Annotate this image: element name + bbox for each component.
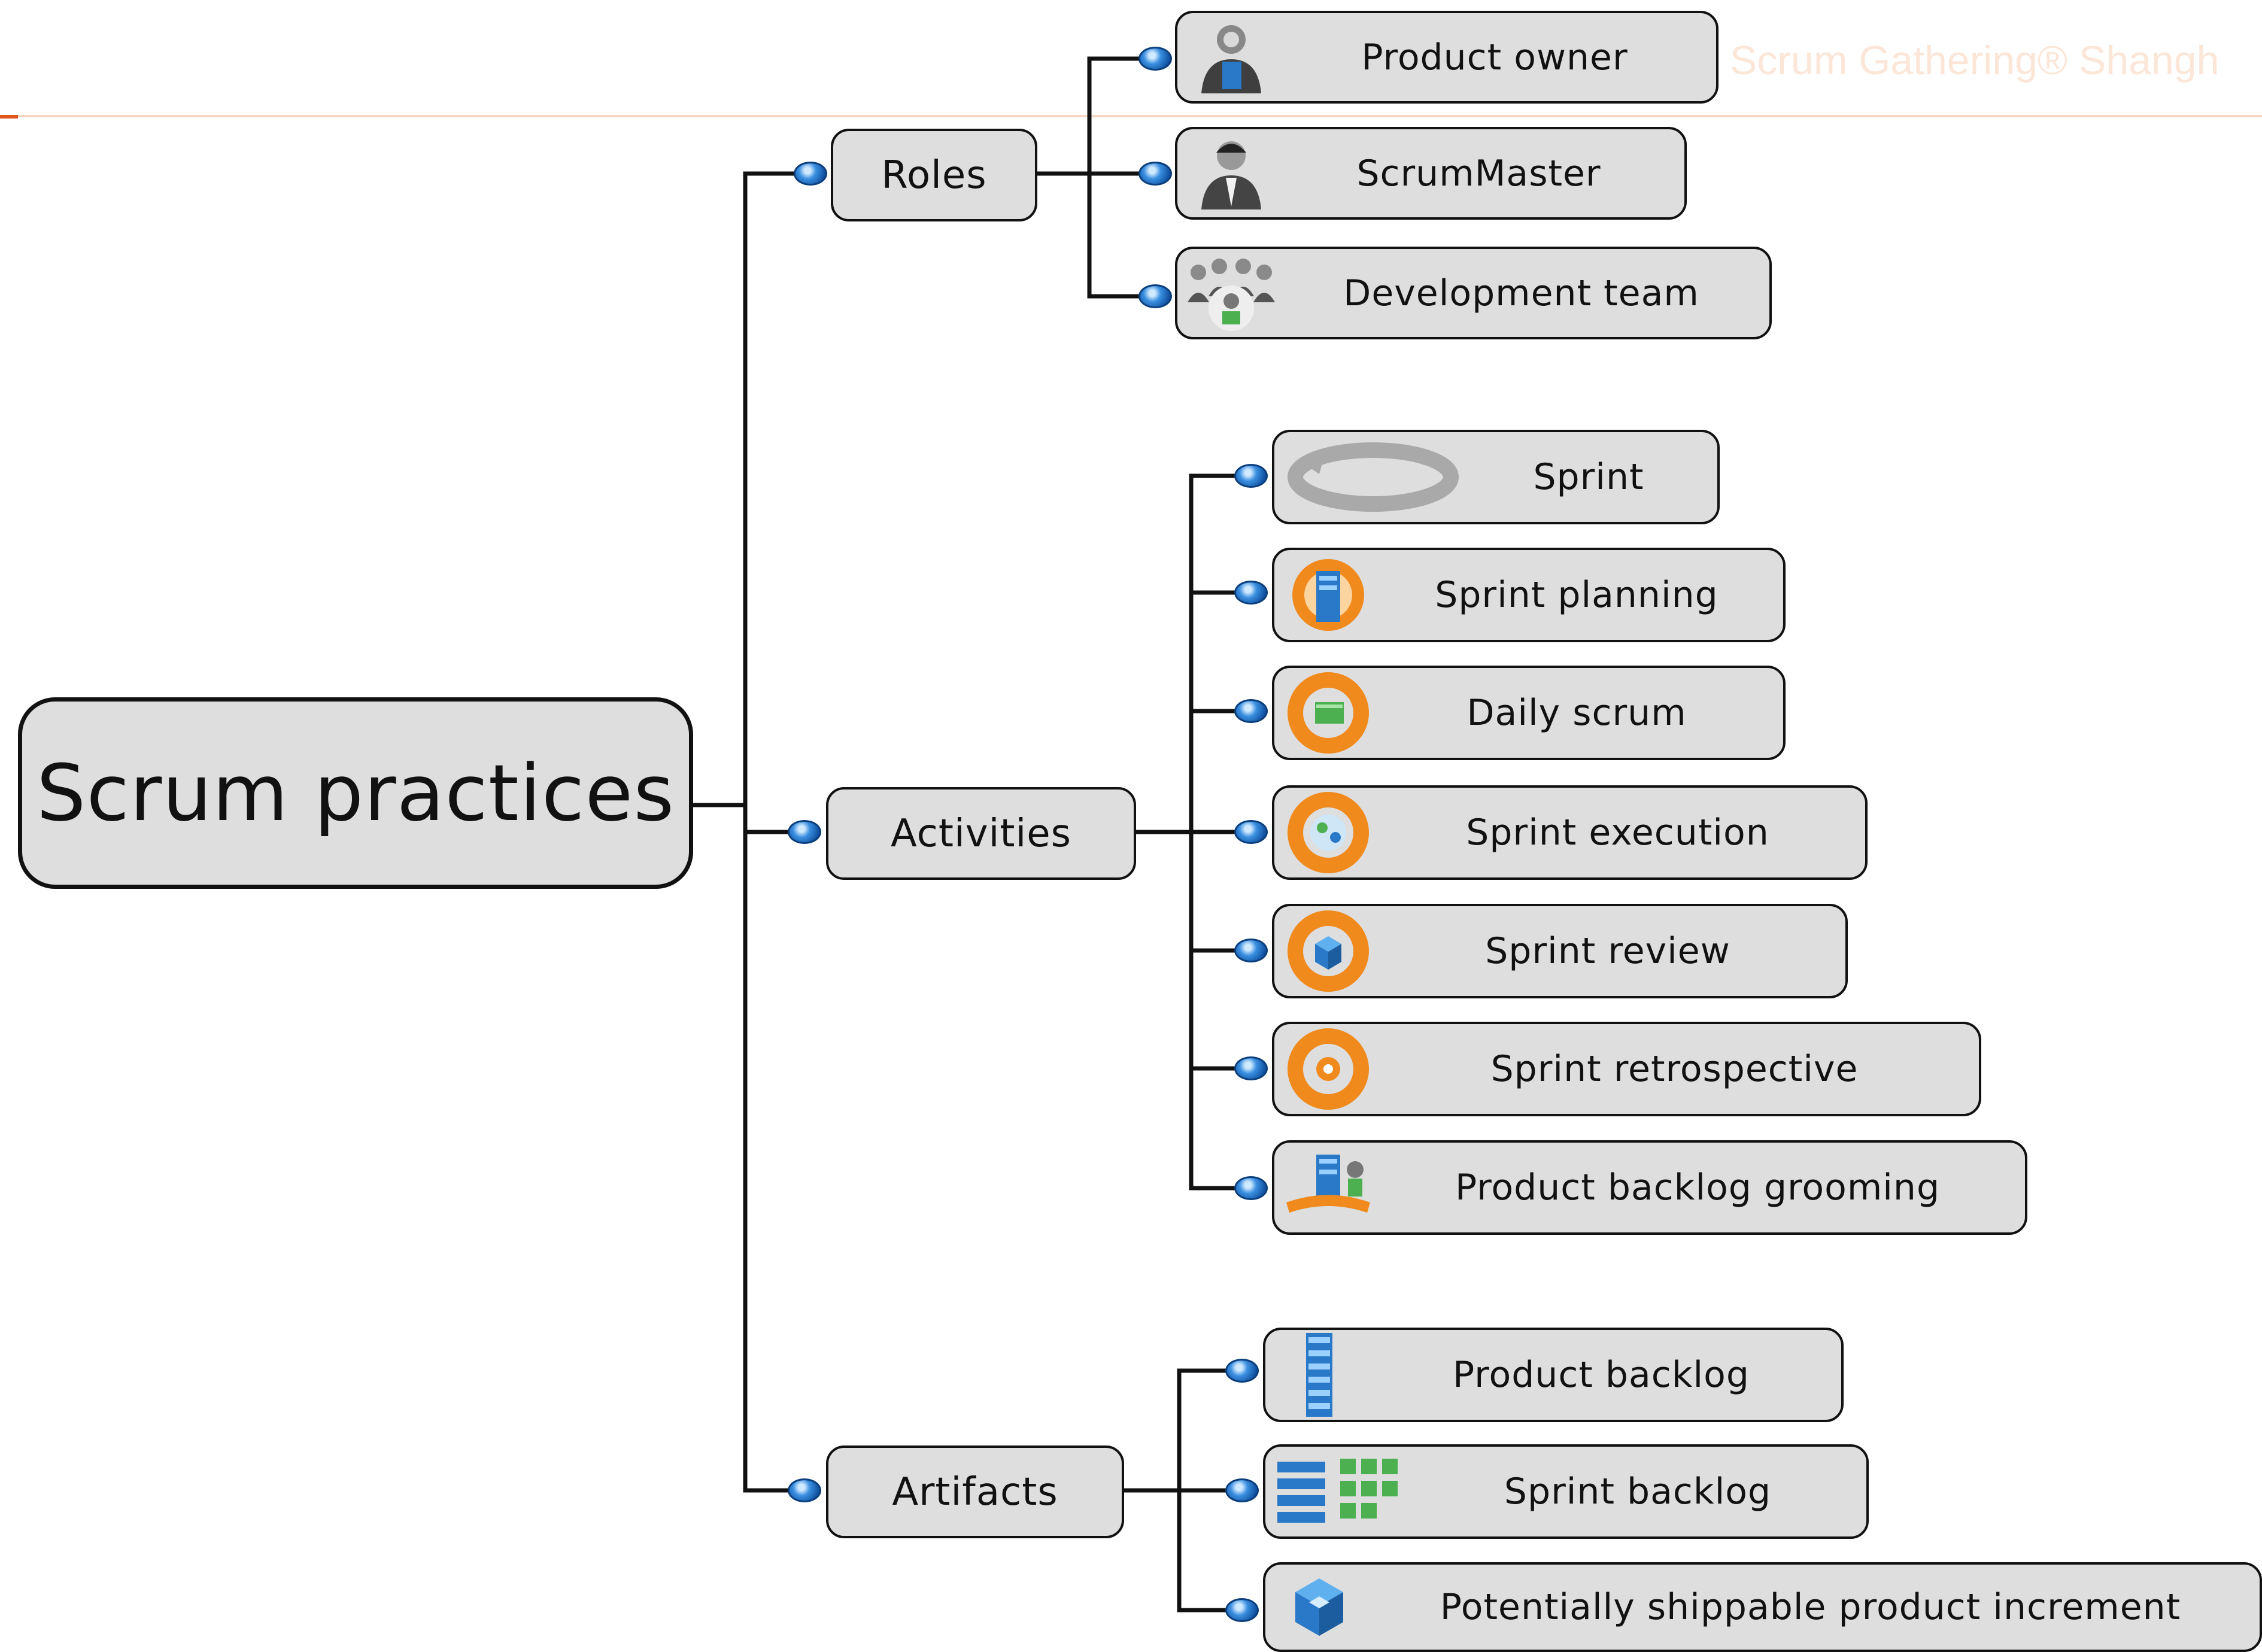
- watermark-text: Scrum Gathering® Shangh: [1730, 38, 2220, 83]
- leaf-sprint-review: Sprint review: [1272, 904, 1848, 998]
- connector-dot: [1138, 47, 1172, 71]
- leaf-label: Product backlog grooming: [1455, 1167, 1941, 1208]
- product-backlog-icon: [1265, 1333, 1373, 1417]
- leaf-label: Sprint execution: [1466, 812, 1769, 854]
- connector-dot: [1234, 820, 1268, 844]
- leaf-label: Development team: [1343, 272, 1699, 314]
- leaf-sprint-backlog: Sprint backlog: [1263, 1444, 1869, 1539]
- leaf-label: Potentially shippable product increment: [1440, 1586, 2181, 1628]
- sprint-execution-icon: [1274, 792, 1382, 873]
- sprint-backlog-icon: [1265, 1453, 1421, 1530]
- product-increment-icon: [1265, 1568, 1373, 1646]
- category-label: Activities: [891, 811, 1071, 856]
- connector-dot: [1225, 1478, 1259, 1502]
- connector-dot: [1225, 1359, 1259, 1383]
- leaf-product-increment: Potentially shippable product increment: [1263, 1562, 2262, 1652]
- category-node-artifacts: Artifacts: [826, 1445, 1124, 1538]
- connector-dot: [1138, 162, 1172, 186]
- leaf-sprint-planning: Sprint planning: [1272, 548, 1786, 642]
- leaf-label: Sprint planning: [1435, 574, 1718, 616]
- leaf-product-owner: Product owner: [1175, 11, 1718, 104]
- connector-dot: [788, 820, 821, 844]
- connector-dot: [794, 162, 827, 186]
- scrummaster-icon: [1177, 135, 1285, 212]
- leaf-label: Sprint review: [1485, 930, 1730, 972]
- connector-dot: [788, 1478, 821, 1502]
- connector-dot: [1234, 1056, 1268, 1080]
- connector-dot: [1234, 464, 1268, 488]
- leaf-backlog-grooming: Product backlog grooming: [1272, 1140, 2027, 1235]
- category-label: Roles: [881, 153, 987, 198]
- leaf-label: Product backlog: [1453, 1354, 1750, 1396]
- leaf-label: Sprint: [1533, 456, 1644, 498]
- root-node: Scrum practices: [18, 697, 693, 889]
- category-node-activities: Activities: [826, 787, 1136, 880]
- product-owner-icon: [1177, 19, 1285, 96]
- category-node-roles: Roles: [831, 129, 1037, 221]
- sprint-planning-icon: [1274, 556, 1382, 634]
- sprint-review-icon: [1274, 910, 1382, 992]
- leaf-daily-scrum: Daily scrum: [1272, 666, 1786, 760]
- sprint-cycle-icon: [1274, 438, 1472, 516]
- leaf-scrummaster: ScrumMaster: [1175, 127, 1687, 220]
- category-label: Artifacts: [892, 1469, 1058, 1514]
- leaf-label: Daily scrum: [1466, 692, 1687, 734]
- leaf-sprint-retrospective: Sprint retrospective: [1272, 1022, 1981, 1116]
- header-rule: [0, 115, 2262, 117]
- connector-dot: [1234, 1176, 1268, 1200]
- sprint-retrospective-icon: [1274, 1028, 1382, 1110]
- development-team-icon: [1177, 254, 1285, 332]
- backlog-grooming-icon: [1274, 1149, 1382, 1226]
- daily-scrum-icon: [1274, 672, 1382, 754]
- leaf-label: Sprint retrospective: [1490, 1048, 1859, 1090]
- leaf-label: ScrumMaster: [1356, 152, 1601, 195]
- connector-dot: [1138, 284, 1172, 308]
- connector-dot: [1234, 939, 1268, 962]
- connector-dot: [1234, 581, 1268, 605]
- root-label: Scrum practices: [36, 748, 675, 839]
- leaf-sprint-execution: Sprint execution: [1272, 785, 1868, 880]
- leaf-label: Product owner: [1361, 36, 1628, 78]
- header-accent: [0, 115, 18, 119]
- connector-dot: [1225, 1598, 1259, 1622]
- connector-dot: [1234, 699, 1268, 723]
- leaf-development-team: Development team: [1175, 247, 1772, 339]
- leaf-product-backlog: Product backlog: [1263, 1328, 1844, 1422]
- leaf-sprint: Sprint: [1272, 430, 1720, 524]
- leaf-label: Sprint backlog: [1504, 1471, 1772, 1513]
